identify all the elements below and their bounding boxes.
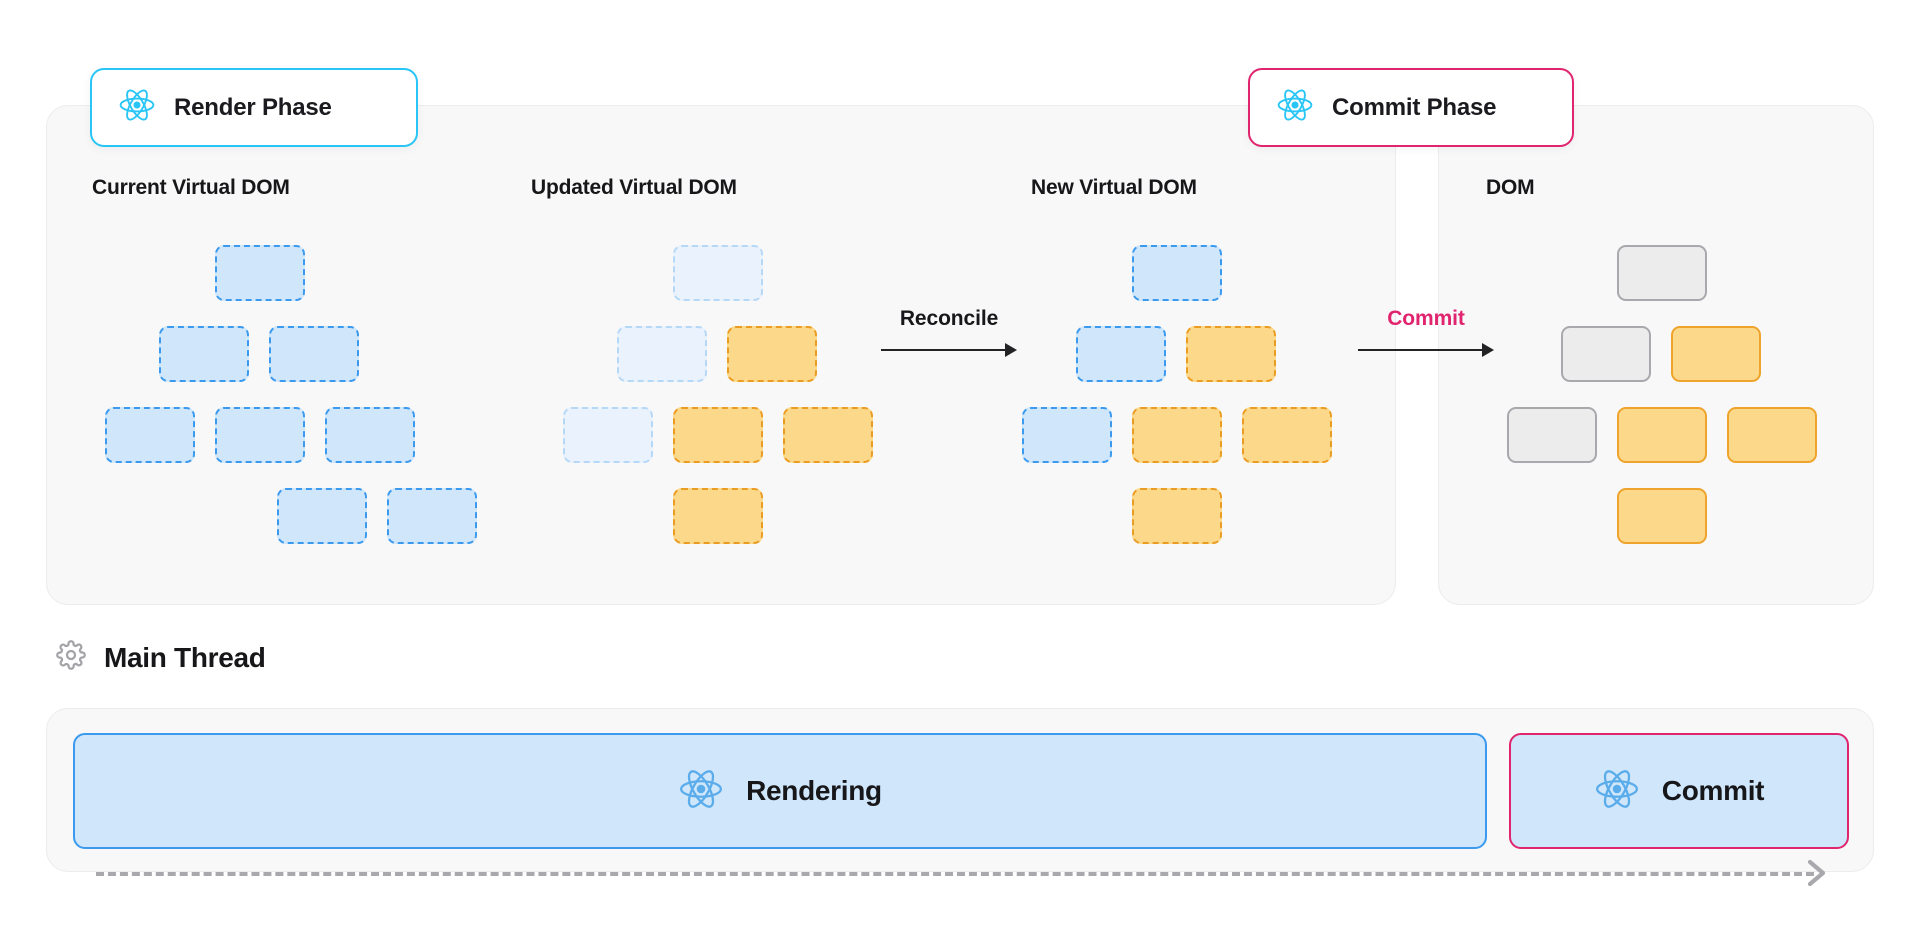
tree-node	[1076, 326, 1166, 382]
commit-label: Commit	[1387, 307, 1465, 330]
tree-node	[1132, 407, 1222, 463]
chevron-right-icon	[1806, 857, 1828, 889]
tree-node	[159, 326, 249, 382]
timeline-commit-label: Commit	[1661, 775, 1765, 806]
timeline-dashed-line	[96, 872, 1814, 876]
tree-node	[215, 245, 305, 301]
tree-node	[673, 488, 763, 544]
main-thread-header: Main Thread	[56, 640, 266, 675]
commit-phase-label: Commit Phase	[1332, 93, 1497, 121]
commit-phase-badge[interactable]: Commit Phase	[1248, 68, 1574, 147]
tree-node	[1022, 407, 1112, 463]
column-title-dom: DOM	[1486, 176, 1535, 199]
tree-node	[325, 407, 415, 463]
timeline-rendering-label: Rendering	[746, 775, 882, 806]
column-title-updated-virtual-dom: Updated Virtual DOM	[531, 176, 737, 199]
main-thread-timeline-panel: Rendering Commit	[46, 708, 1874, 872]
tree-node	[1507, 407, 1597, 463]
react-logo-icon	[678, 766, 724, 817]
tree-node	[1617, 245, 1707, 301]
arrow-line	[1358, 349, 1484, 351]
react-logo-icon	[1276, 86, 1314, 129]
gear-icon	[56, 640, 86, 675]
tree-node	[1617, 407, 1707, 463]
tree-node	[783, 407, 873, 463]
tree-node	[563, 407, 653, 463]
tree-node	[1617, 488, 1707, 544]
react-logo-icon	[1594, 766, 1640, 817]
render-phase-badge[interactable]: Render Phase	[90, 68, 418, 147]
tree-node	[1727, 407, 1817, 463]
reconcile-label: Reconcile	[899, 307, 999, 330]
react-logo-icon	[118, 86, 156, 129]
tree-node	[1132, 488, 1222, 544]
tree-node	[387, 488, 477, 544]
tree-node	[269, 326, 359, 382]
tree-node	[727, 326, 817, 382]
tree-node	[1242, 407, 1332, 463]
arrow-line	[881, 349, 1007, 351]
column-title-new-virtual-dom: New Virtual DOM	[1031, 176, 1197, 199]
tree-node	[673, 245, 763, 301]
timeline-bar-commit[interactable]: Commit	[1509, 733, 1849, 849]
timeline-bar-rendering[interactable]: Rendering	[73, 733, 1487, 849]
column-title-current-virtual-dom: Current Virtual DOM	[92, 176, 290, 199]
tree-node	[277, 488, 367, 544]
tree-node	[1186, 326, 1276, 382]
tree-node	[617, 326, 707, 382]
arrow-head-icon	[1482, 343, 1494, 357]
tree-node	[215, 407, 305, 463]
tree-node	[1671, 326, 1761, 382]
arrow-head-icon	[1005, 343, 1017, 357]
main-thread-label: Main Thread	[104, 641, 266, 673]
tree-node	[1561, 326, 1651, 382]
tree-node	[105, 407, 195, 463]
tree-node	[1132, 245, 1222, 301]
render-phase-label: Render Phase	[174, 93, 332, 121]
tree-node	[673, 407, 763, 463]
